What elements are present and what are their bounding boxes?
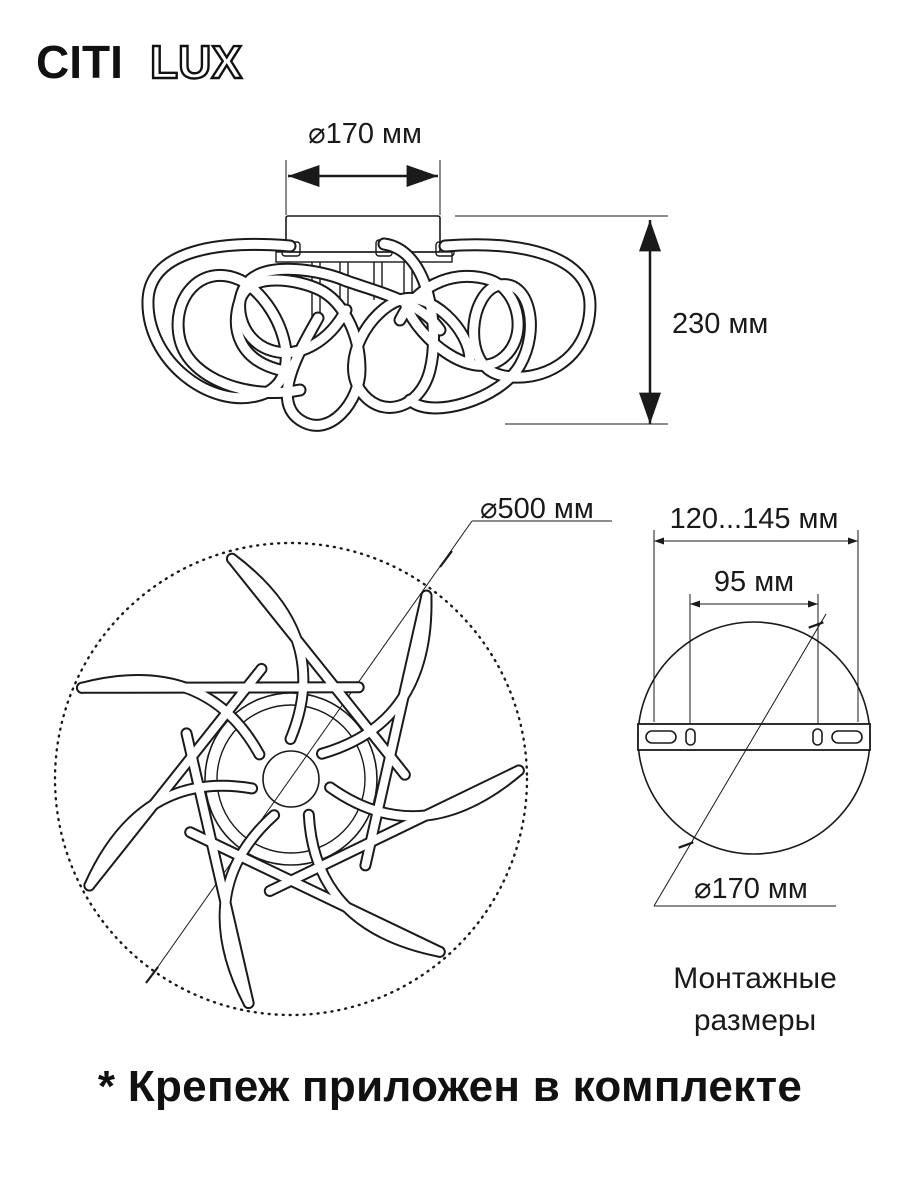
mount-diameter-leader: [653, 613, 827, 907]
mount-leader-tick-top: [808, 621, 824, 629]
mount-leader-tick-bottom: [678, 841, 694, 849]
mount-plate-diameter-label: ⌀170 мм: [694, 873, 808, 905]
mounting-caption-line2: размеры: [693, 1004, 817, 1037]
canopy-base-plate: [275, 251, 453, 263]
star-arms: [76, 552, 525, 1009]
side-tube-loops: [148, 237, 597, 425]
outer-dotted-circle: [53, 541, 529, 1017]
bracket-slot-right: [831, 730, 863, 744]
mounting-drawing: [637, 530, 871, 907]
mount-range-label: 120...145 мм: [670, 503, 839, 535]
brand-logo: CITI LUX: [36, 35, 244, 89]
side-height-label: 230 мм: [672, 308, 768, 340]
footnote-text: * Крепеж приложен в комплекте: [97, 1062, 803, 1111]
side-diameter-label: ⌀170 мм: [308, 118, 422, 150]
canopy-body: [285, 215, 441, 253]
mounting-caption: Монтажные размеры: [620, 958, 890, 1042]
star-arm-tube-fill: [78, 683, 363, 692]
canopy-center-disc: [262, 750, 320, 808]
mounting-caption-line1: Монтажные: [673, 962, 837, 995]
mount-hole-spacing-label: 95 мм: [714, 566, 794, 598]
bracket-slot-left: [645, 730, 677, 744]
star-arm-tube-fill: [228, 554, 308, 743]
leader-tick-bottom: [145, 966, 159, 984]
side-view-drawing: [148, 160, 668, 425]
leader-tick-top: [439, 550, 453, 568]
top-diameter-label: ⌀500 мм: [480, 493, 594, 525]
canopy-inner-ring: [216, 704, 366, 854]
top-view-drawing: [53, 520, 612, 1017]
bracket-hole-left: [685, 728, 696, 746]
bracket-hole-right: [812, 728, 823, 746]
top-diameter-leader-line: [149, 520, 473, 979]
logo-lux-text: LUX: [150, 36, 242, 88]
logo-citi-text: CITI: [36, 36, 123, 88]
